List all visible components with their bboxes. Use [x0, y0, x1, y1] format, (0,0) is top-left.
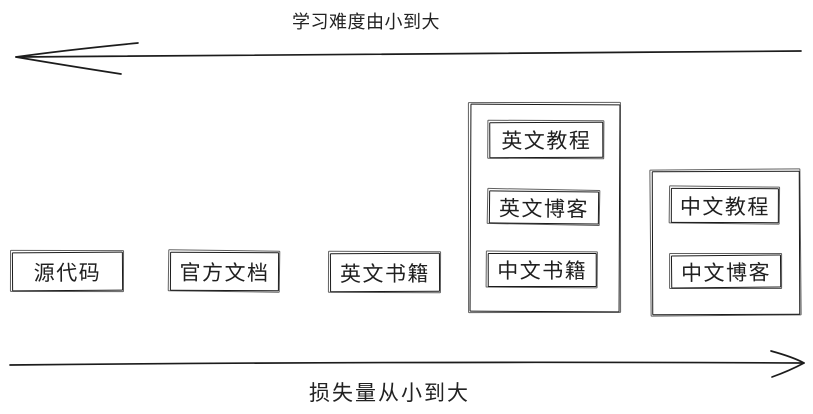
node-label: 英文博客 [498, 197, 590, 221]
bottom-axis-right-arrow [9, 350, 805, 378]
node-official-docs: 官方文档 [169, 251, 280, 292]
node-label: 中文博客 [681, 261, 772, 285]
top-axis-label: 学习难度由小到大 [292, 12, 440, 32]
top-axis-left-arrow [15, 42, 802, 75]
node-label: 官方文档 [179, 261, 270, 285]
node-label: 中文书籍 [497, 259, 588, 284]
node-label: 源代码 [33, 261, 102, 285]
group-box-chinese: 中文教程 中文博客 [651, 170, 801, 316]
node-chinese-tutorials: 中文教程 [670, 187, 779, 224]
node-chinese-books: 中文书籍 [487, 252, 597, 288]
node-english-tutorials: 英文教程 [489, 121, 604, 159]
bottom-axis-label: 损失量从小到大 [309, 382, 470, 405]
node-label: 中文教程 [679, 195, 770, 219]
node-label: 英文书籍 [339, 262, 431, 286]
node-source-code: 源代码 [11, 251, 124, 292]
node-chinese-blogs: 中文博客 [670, 254, 782, 289]
node-label: 英文教程 [501, 129, 592, 154]
group-box-english: 英文教程 英文博客 中文书籍 [469, 103, 621, 313]
node-english-blogs: 英文博客 [488, 190, 600, 225]
node-english-books: 英文书籍 [329, 252, 441, 293]
